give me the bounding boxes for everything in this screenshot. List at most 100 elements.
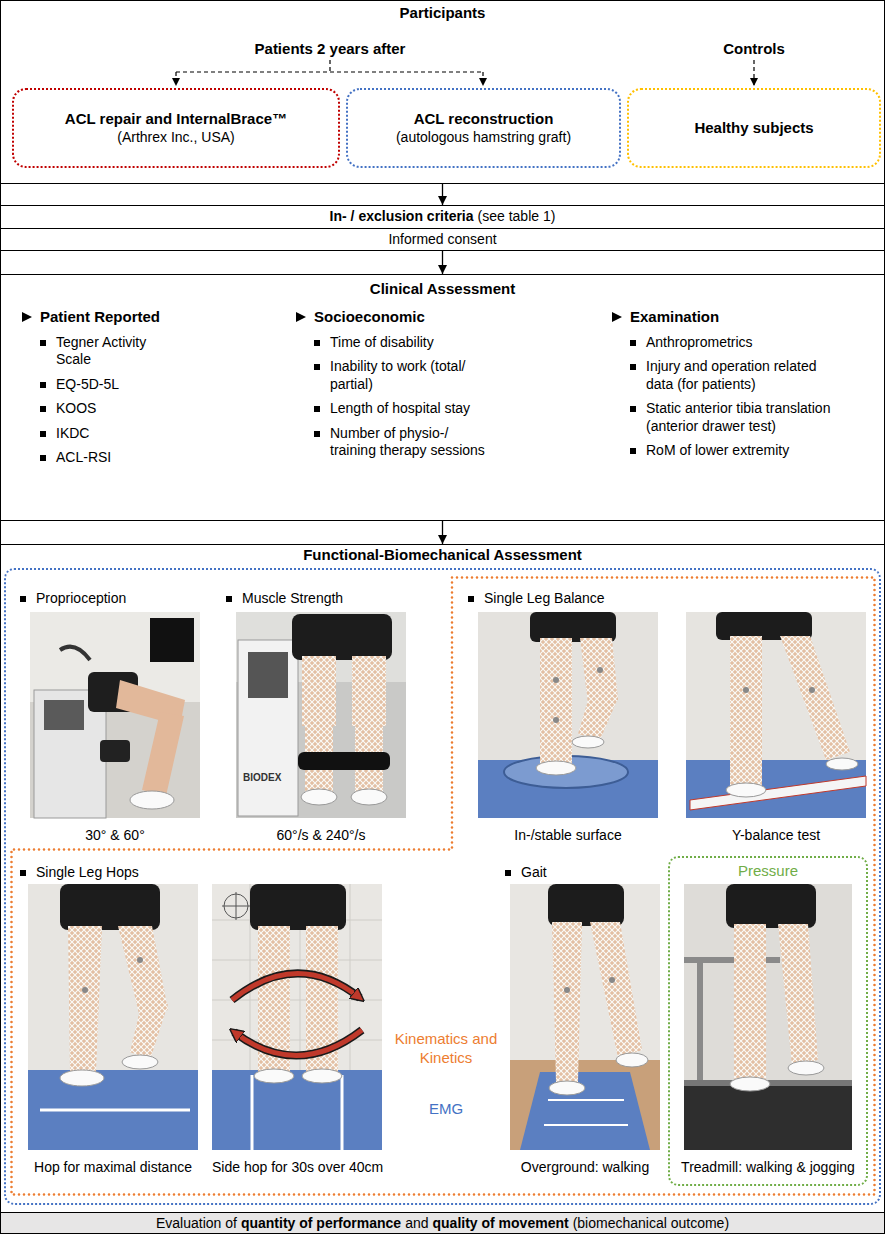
photo-detail xyxy=(530,612,616,642)
flow-arrow xyxy=(442,520,443,544)
photo-caption: Hop for maximal distance xyxy=(34,1159,192,1175)
square-bullet xyxy=(314,406,320,412)
photo-detail xyxy=(137,957,143,963)
list-heading: Patient Reported xyxy=(40,308,160,327)
photo-detail xyxy=(780,636,850,760)
photo-detail xyxy=(686,612,866,818)
list-item: Inability to work (total/ partial) xyxy=(330,358,485,393)
photo-detail xyxy=(118,926,168,1018)
dashed-assignment-arrows xyxy=(176,60,754,86)
square-bullet xyxy=(314,431,320,437)
photo-detail xyxy=(222,892,250,920)
text-slot: Gait xyxy=(505,864,547,882)
text-slot: Injury and operation related data (for p… xyxy=(630,358,841,393)
region-tag: EMG xyxy=(429,1100,463,1117)
emg-region: EMG Proprioception 30° & 60° Muscle Strengt… xyxy=(4,568,881,1205)
square-bullet xyxy=(630,364,636,370)
list-item: Tegner Activity Scale xyxy=(56,334,176,369)
group-box: ACL reconstruction(autologous hamstring … xyxy=(346,88,621,168)
text-slot: Kinematics and Kinetics xyxy=(388,1030,504,1068)
text-slot: quantity of performance xyxy=(241,1214,401,1233)
square-bullet xyxy=(40,455,46,461)
photo-detail xyxy=(212,884,382,1070)
box-title: Healthy subjects xyxy=(694,119,813,138)
text-slot: RoM of lower extremity xyxy=(630,442,841,460)
text-slot: Patient Reported xyxy=(22,308,176,327)
box-title: ACL reconstruction xyxy=(414,110,554,129)
photo-detail xyxy=(482,72,483,86)
text-slot: 30° & 60° xyxy=(30,826,200,845)
band-text: (see table 1) xyxy=(478,208,556,224)
test-label: Proprioception xyxy=(36,590,126,608)
text-slot: Proprioception xyxy=(20,590,126,608)
photo-detail xyxy=(684,1086,852,1150)
section-title: Clinical Assessment xyxy=(370,280,515,297)
photo-detail xyxy=(826,758,858,770)
photo-detail xyxy=(248,652,288,698)
photo-detail xyxy=(510,884,660,1150)
photo-detail xyxy=(302,656,336,726)
photo-detail xyxy=(578,698,618,740)
square-bullet xyxy=(630,340,636,346)
section-title: Participants xyxy=(400,4,486,21)
region-tag: Kinematics and Kinetics xyxy=(395,1030,498,1066)
group-box: Healthy subjects xyxy=(627,88,881,168)
text-slot: Y-balance test xyxy=(686,826,866,845)
band-text: Informed consent xyxy=(388,231,496,247)
photo-detail xyxy=(212,1070,382,1150)
photo-detail xyxy=(734,924,766,1080)
photo-detail xyxy=(544,1100,628,1125)
photo-detail xyxy=(254,1069,294,1083)
photo-caption: Overground: walking xyxy=(521,1159,649,1175)
band-text: Evaluation of xyxy=(156,1215,237,1231)
photo-detail xyxy=(175,72,176,86)
photo-detail xyxy=(298,752,390,770)
text-slot: Socioeconomic xyxy=(296,308,485,327)
photo-detail xyxy=(553,717,559,723)
photo-detail xyxy=(753,60,754,86)
photo-caption: 60°/s & 240°/s xyxy=(276,827,365,843)
result-band-fill xyxy=(0,1212,885,1234)
square-bullet xyxy=(40,406,46,412)
photo-detail xyxy=(142,712,184,796)
photo-detail xyxy=(809,687,815,693)
text-slot: Side hop for 30s over 40cm xyxy=(212,1158,382,1177)
photo-detail xyxy=(44,700,84,730)
photo-detail xyxy=(730,636,762,786)
text-slot: Healthy subjects xyxy=(694,119,813,138)
text-slot: (biomechanical outcome) xyxy=(573,1214,729,1233)
photo-detail xyxy=(40,1109,190,1112)
photo-detail xyxy=(778,924,818,1066)
photo-detail xyxy=(520,1072,650,1150)
photo-y-balance xyxy=(686,612,866,818)
photo-caption: Y-balance test xyxy=(732,827,820,843)
text-slot: IKDC xyxy=(40,425,176,443)
text-slot: KOOS xyxy=(40,400,176,418)
photo-detail xyxy=(716,612,812,640)
photo-detail xyxy=(82,987,88,993)
flow-arrow xyxy=(442,183,443,205)
photo-detail xyxy=(564,987,570,993)
photo-detail xyxy=(510,1060,660,1150)
photo-detail xyxy=(28,884,198,1150)
text-slot: Functional-Biomechanical Assessment xyxy=(0,546,885,565)
photo-detail xyxy=(552,922,582,1082)
test-label: Single Leg Balance xyxy=(484,590,605,608)
result-band: Evaluation ofquantity of performanceandq… xyxy=(0,1212,885,1234)
text-slot: Single Leg Balance xyxy=(468,590,605,608)
square-bullet xyxy=(314,364,320,370)
pressure-region: PressureTreadmill: walking & jogging xyxy=(668,856,868,1186)
text-slot: Informed consent xyxy=(388,230,496,249)
square-bullet xyxy=(40,431,46,437)
photo-detail xyxy=(28,1070,198,1150)
text-slot: In-/stable surface xyxy=(478,826,658,845)
photo-detail xyxy=(252,1075,342,1150)
test-label: Gait xyxy=(521,864,547,882)
text-slot: Muscle Strength xyxy=(226,590,343,608)
list-column: ExaminationAnthroprometricsInjury and op… xyxy=(612,308,841,460)
photo-detail xyxy=(250,884,346,930)
photo-caption: In-/stable surface xyxy=(514,827,621,843)
photo-detail xyxy=(580,638,618,704)
text-slot: Clinical Assessment xyxy=(0,280,885,299)
list-item: IKDC xyxy=(56,425,176,443)
